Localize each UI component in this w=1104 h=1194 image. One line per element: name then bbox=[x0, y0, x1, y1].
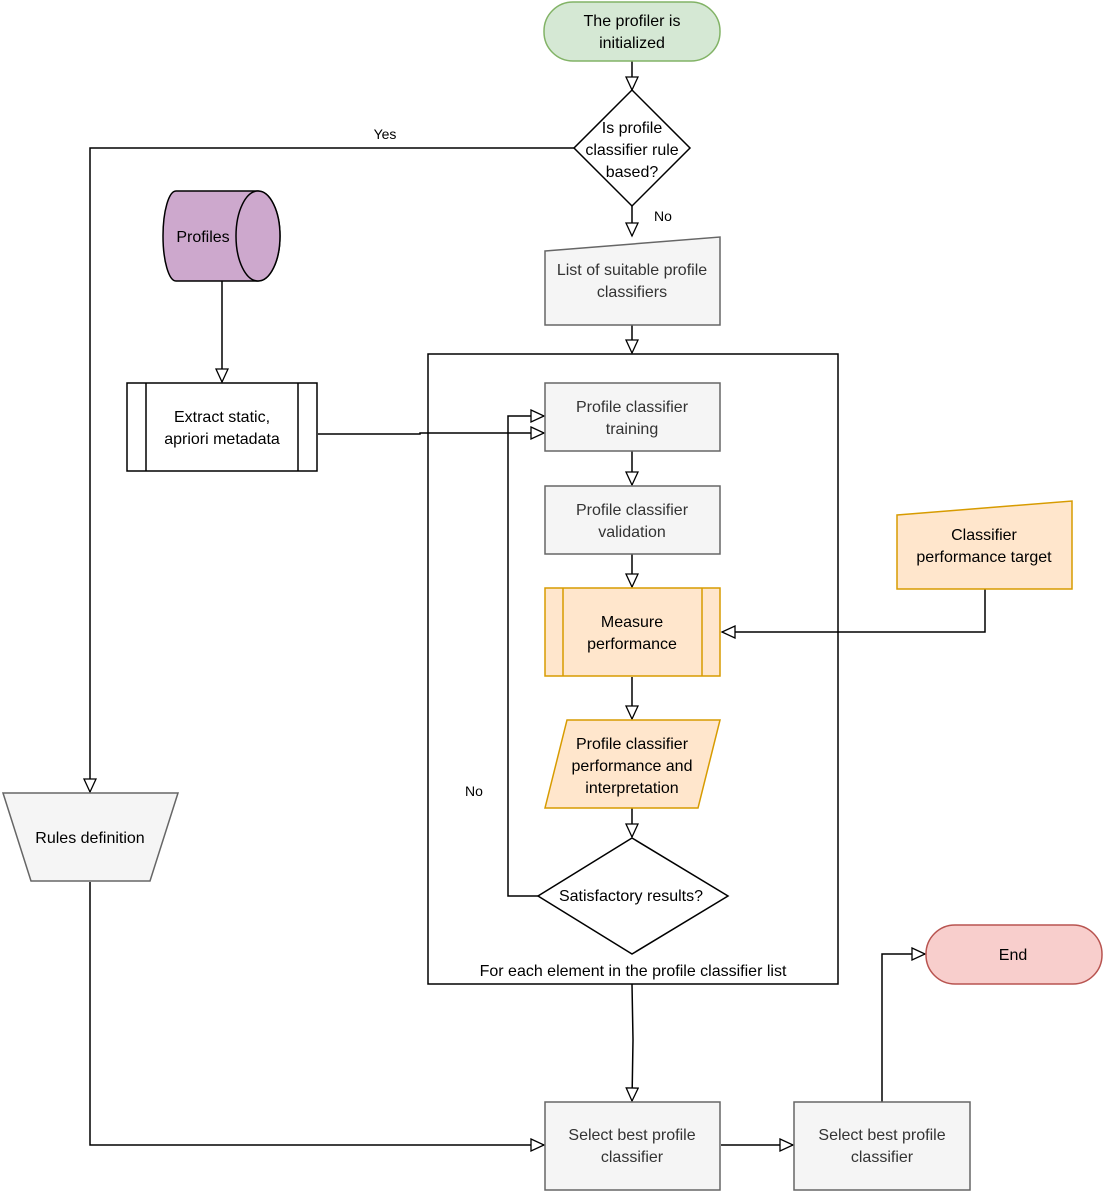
extract-line: Extract static, bbox=[174, 409, 270, 426]
extract-process: Extract static, apriori metadata bbox=[126, 382, 318, 472]
satisfactory-label: Satisfactory results? bbox=[559, 888, 703, 905]
perf-target-line: performance target bbox=[916, 549, 1052, 566]
interpretation-line: Profile classifier bbox=[576, 736, 689, 753]
select2-line: classifier bbox=[851, 1149, 914, 1166]
select-best-process-2: Select best profile classifier bbox=[793, 1101, 971, 1191]
edge-decision-yes-to-rules bbox=[90, 147, 574, 792]
start-terminator: The profiler is initialized bbox=[543, 1, 721, 62]
select-best-label-2: Select best profile classifier bbox=[818, 1127, 945, 1166]
edge-rules-to-select1 bbox=[89, 882, 544, 1145]
extract-line: apriori metadata bbox=[164, 431, 280, 448]
profiles-database: Profiles bbox=[162, 190, 281, 282]
measure-line: performance bbox=[587, 636, 677, 653]
start-label: The profiler is initialized bbox=[584, 13, 681, 52]
loop-container: For each element in the profile classifi… bbox=[427, 353, 839, 985]
interpretation-label: Profile classifier performance and interpr… bbox=[572, 736, 693, 797]
measure-line: Measure bbox=[601, 614, 663, 631]
training-line: Profile classifier bbox=[576, 399, 689, 416]
select-best-process-1: Select best profile classifier bbox=[544, 1101, 721, 1191]
training-line: training bbox=[606, 421, 658, 438]
profiles-label: Profiles bbox=[176, 229, 229, 246]
select-best-label-1: Select best profile classifier bbox=[568, 1127, 695, 1166]
edge-extract-to-training bbox=[318, 433, 544, 434]
edges bbox=[89, 61, 986, 1145]
satisfactory-line: Satisfactory results? bbox=[559, 888, 703, 905]
extract-label: Extract static, apriori metadata bbox=[164, 409, 280, 448]
select1-line: classifier bbox=[601, 1149, 664, 1166]
decision-rule-line: classifier rule bbox=[585, 142, 678, 159]
interpretation-line: interpretation bbox=[585, 780, 678, 797]
measure-label: Measure performance bbox=[587, 614, 677, 653]
edge-satisfactory-no-to-training bbox=[507, 416, 544, 897]
decision-rule-based: Is profile classifier rule based? bbox=[572, 88, 692, 208]
edge-label-no-top: No bbox=[654, 208, 672, 224]
start-line: The profiler is bbox=[584, 13, 681, 30]
start-line: initialized bbox=[599, 35, 665, 52]
decision-satisfactory: Satisfactory results? bbox=[536, 837, 730, 955]
validation-process: Profile classifier validation bbox=[544, 485, 721, 555]
select1-line: Select best profile bbox=[568, 1127, 695, 1144]
edge-select2-to-end bbox=[881, 954, 925, 1102]
interpretation-line: performance and bbox=[572, 758, 693, 775]
decision-rule-label: Is profile classifier rule based? bbox=[585, 120, 678, 181]
suitable-list-input: List of suitable profile classifiers bbox=[544, 236, 721, 326]
validation-label: Profile classifier validation bbox=[576, 502, 689, 541]
rules-def-line: Rules definition bbox=[35, 830, 144, 847]
decision-rule-line: based? bbox=[606, 164, 659, 181]
training-process: Profile classifier training bbox=[544, 382, 721, 452]
profiles-line: Profiles bbox=[176, 229, 229, 246]
suitable-list-line: List of suitable profile bbox=[557, 262, 707, 279]
edge-loop-to-select1 bbox=[632, 983, 633, 1101]
performance-target-input: Classifier performance target bbox=[896, 500, 1073, 590]
perf-target-line: Classifier bbox=[951, 527, 1017, 544]
edge-target-to-measure bbox=[722, 589, 986, 632]
performance-target-label: Classifier performance target bbox=[916, 527, 1052, 566]
suitable-list-label: List of suitable profile classifiers bbox=[557, 262, 707, 301]
loop-line: For each element in the profile classifi… bbox=[480, 963, 787, 980]
suitable-list-line: classifiers bbox=[597, 284, 667, 301]
edge-label-yes: Yes bbox=[374, 126, 397, 142]
end-line: End bbox=[999, 947, 1027, 964]
select2-line: Select best profile bbox=[818, 1127, 945, 1144]
rules-definition-label: Rules definition bbox=[35, 830, 144, 847]
validation-line: validation bbox=[598, 524, 666, 541]
rules-definition: Rules definition bbox=[1, 792, 180, 882]
validation-line: Profile classifier bbox=[576, 502, 689, 519]
decision-rule-line: Is profile bbox=[602, 120, 663, 137]
edge-label-no-loop: No bbox=[465, 783, 483, 799]
interpretation-data: Profile classifier performance and interpr… bbox=[544, 719, 721, 809]
end-terminator: End bbox=[925, 924, 1103, 985]
end-label: End bbox=[999, 947, 1027, 964]
measure-process: Measure performance bbox=[544, 587, 721, 677]
loop-label: For each element in the profile classifi… bbox=[480, 963, 787, 980]
training-label: Profile classifier training bbox=[576, 399, 689, 438]
